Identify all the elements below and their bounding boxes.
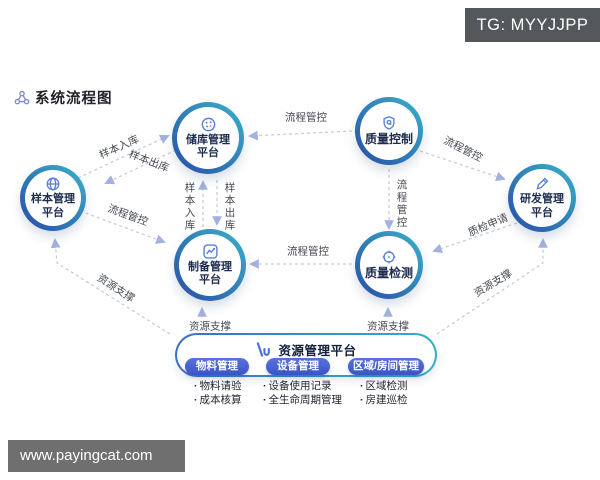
pill-area-room-management: 区域/房间管理	[348, 358, 424, 375]
pencil-icon	[536, 177, 549, 190]
edge-label-qc-storage: 流程管控	[285, 111, 327, 124]
edge-label-sample-out-diagonal: 样本出库	[127, 148, 171, 175]
edge-label-resource-rnd: 资源支撑	[472, 267, 515, 300]
shield-icon	[383, 116, 395, 131]
node-preparation-label: 制备管理平台	[188, 260, 232, 286]
list-item: 成本核算	[194, 393, 242, 407]
petri-dish-icon	[201, 117, 215, 132]
watermark: www.payingcat.com	[8, 440, 185, 472]
edge-label-qc-qt: 流程管控	[395, 179, 408, 229]
page-title-text: 系统流程图	[35, 91, 113, 107]
bullet-list-area: 区域检测 房建巡检	[360, 379, 408, 407]
list-item: 区域检测	[360, 379, 408, 393]
node-quality-control: 质量控制	[355, 97, 423, 165]
list-item: 全生命周期管理	[263, 393, 343, 407]
pill-equipment-management: 设备管理	[266, 358, 330, 375]
node-storage-label: 储库管理平台	[186, 133, 230, 159]
node-rnd-label: 研发管理平台	[520, 193, 564, 219]
edge-label-sample-in-vertical: 样本入库	[183, 182, 196, 232]
edge-label-resource-prep: 资源支撑	[187, 318, 233, 334]
connector-qc-storage	[248, 130, 353, 141]
list-item: 房建巡检	[360, 393, 408, 407]
chart-icon	[202, 244, 218, 259]
edge-label-resource-qt: 资源支撑	[365, 318, 411, 334]
node-quality-control-label: 质量控制	[364, 132, 413, 147]
resource-platform-header: 资源管理平台	[177, 340, 435, 359]
tg-badge: TG: MYYJJPP	[465, 8, 600, 42]
list-item: 设备使用记录	[263, 379, 342, 393]
node-sample-management: 样本管理平台	[20, 165, 86, 231]
edge-label-qt-prep: 流程管控	[287, 245, 329, 258]
list-item: 物料请验	[194, 379, 242, 393]
globe-icon	[46, 177, 60, 191]
edge-label-sample-prep: 流程管控	[106, 202, 150, 229]
edge-label-qc-rnd: 流程管控	[441, 134, 485, 165]
edge-label-resource-sample: 资源支撑	[94, 271, 137, 305]
node-sample-label: 样本管理平台	[31, 193, 75, 219]
node-storage-management: 储库管理平台	[172, 102, 244, 174]
molecule-icon	[14, 90, 30, 104]
node-rnd-management: 研发管理平台	[508, 164, 576, 232]
page-title: 系统流程图	[14, 87, 113, 108]
target-icon	[382, 250, 396, 264]
pill-material-management: 物料管理	[185, 358, 249, 375]
node-quality-test: 质量检测	[355, 231, 423, 299]
resource-platform-title: 资源管理平台	[278, 344, 357, 358]
bullet-list-material: 物料请验 成本核算	[194, 379, 242, 407]
node-quality-test-label: 质量检测	[364, 266, 413, 281]
edge-label-sample-out-vertical: 样本出库	[223, 182, 236, 232]
waveform-icon	[257, 342, 271, 357]
edge-label-rnd-qt: 质检申请	[466, 211, 510, 240]
node-preparation-management: 制备管理平台	[174, 229, 246, 301]
bullet-list-equipment: 设备使用记录 全生命周期管理	[263, 379, 343, 407]
